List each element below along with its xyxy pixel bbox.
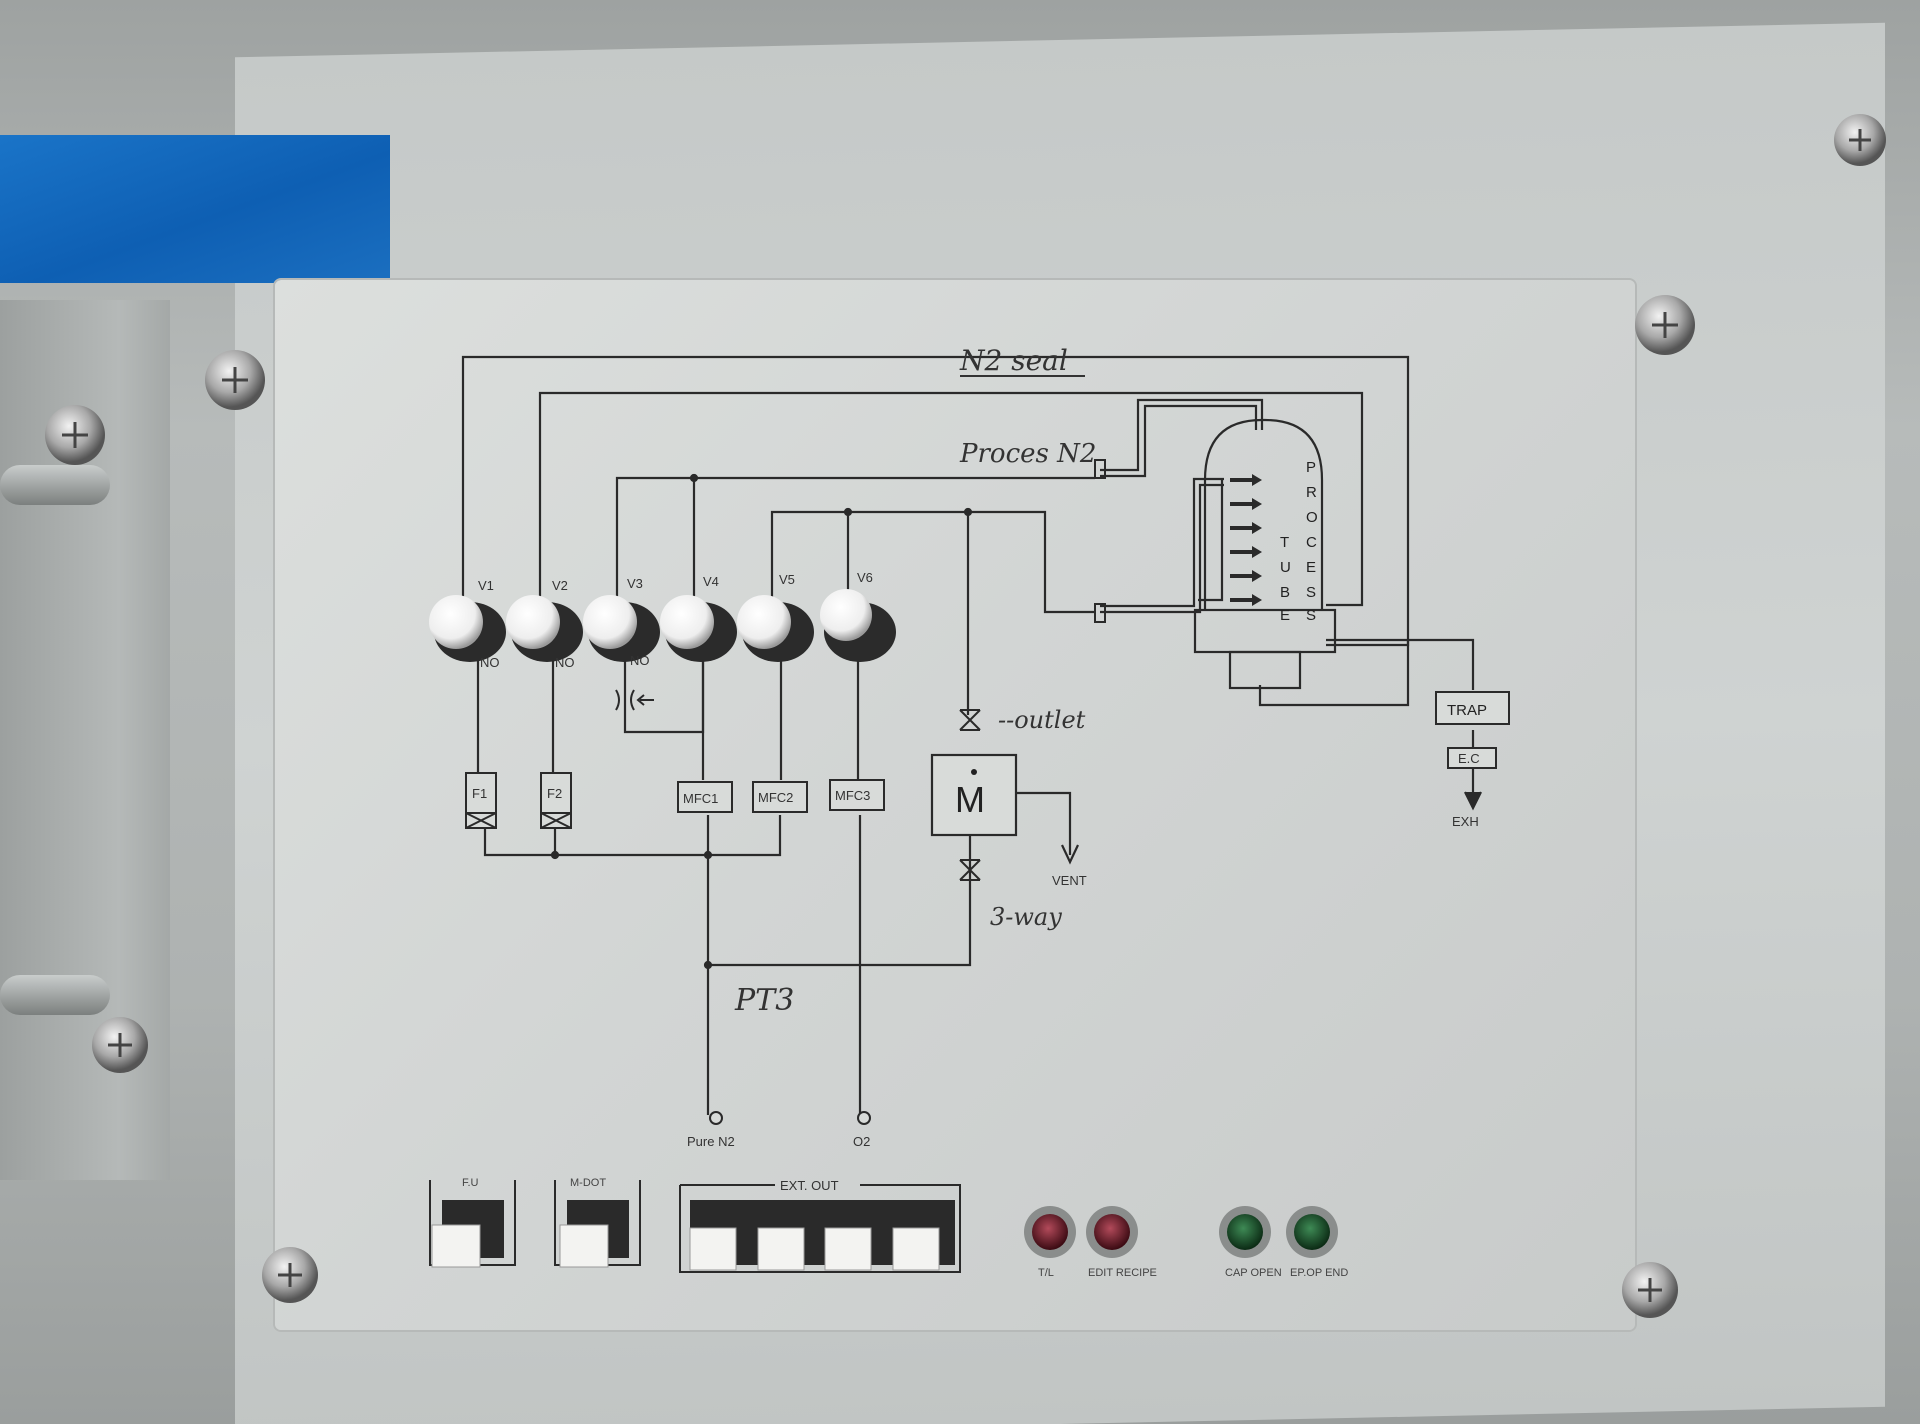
- svg-text:S: S: [1306, 607, 1316, 624]
- screw-icon: [205, 350, 265, 410]
- svg-text:EXT. OUT: EXT. OUT: [780, 1178, 839, 1193]
- filter-f2: [540, 772, 572, 829]
- svg-text:PT3: PT3: [734, 983, 794, 1018]
- mfc-boxes: [677, 779, 885, 813]
- indicator-tl: T/L: [1024, 1206, 1076, 1279]
- motor-valve-icon: [959, 709, 981, 881]
- motor-box: M: [930, 753, 1018, 837]
- indicator-ep-op-end: EP.OP END: [1286, 1206, 1348, 1279]
- vent-label: VENT: [1052, 873, 1087, 888]
- filter-f1: [465, 772, 497, 829]
- svg-text:CAP OPEN: CAP OPEN: [1225, 1267, 1282, 1279]
- exh-label: EXH: [1452, 814, 1479, 829]
- svg-text:F.U: F.U: [462, 1177, 479, 1189]
- svg-text:M-DOT: M-DOT: [570, 1177, 606, 1189]
- svg-text:R: R: [1306, 484, 1317, 501]
- svg-text:T: T: [1280, 534, 1289, 551]
- ext-out-button-3[interactable]: [824, 1227, 872, 1271]
- screw-icon: [92, 1017, 148, 1073]
- screw-icon: [45, 405, 105, 465]
- svg-text:O: O: [1306, 509, 1318, 526]
- valve-v5[interactable]: [737, 595, 814, 662]
- svg-text:NO: NO: [630, 653, 650, 668]
- svg-text:EP.OP END: EP.OP END: [1290, 1267, 1348, 1279]
- trap-box: TRAP: [1435, 691, 1510, 725]
- flow-arrows: [1230, 474, 1262, 606]
- ext-out-button-2[interactable]: [757, 1227, 805, 1271]
- svg-text:N2 seal: N2 seal: [959, 344, 1068, 377]
- valve-labels: V1 V2 V3 V4 V5 V6 NO NO NO: [478, 570, 873, 670]
- screw-icon: [262, 1247, 318, 1303]
- svg-text:MFC2: MFC2: [758, 790, 793, 805]
- indicator-edit-recipe: EDIT RECIPE: [1086, 1206, 1157, 1279]
- screw-icon: [1834, 114, 1886, 166]
- svg-text:V2: V2: [552, 578, 568, 593]
- mdot-button[interactable]: [559, 1224, 609, 1268]
- orifice-icon: [615, 689, 654, 711]
- process-tubes-vessel: [1193, 418, 1337, 690]
- svg-text:MFC1: MFC1: [683, 791, 718, 806]
- svg-text:V3: V3: [627, 576, 643, 591]
- valve-v2[interactable]: [506, 595, 583, 662]
- valve-v6[interactable]: [820, 589, 896, 662]
- svg-text:M: M: [955, 779, 985, 820]
- screw-icon: [1635, 295, 1695, 355]
- svg-text:Proces N2: Proces N2: [959, 439, 1096, 469]
- mfc-labels: MFC1 MFC2 MFC3: [683, 788, 870, 806]
- pipe-fittings: [1094, 459, 1106, 623]
- svg-text:NO: NO: [555, 655, 575, 670]
- ext-out-button-1[interactable]: [689, 1227, 737, 1271]
- svg-text:--outlet: --outlet: [998, 706, 1086, 734]
- svg-text:V6: V6: [857, 570, 873, 585]
- svg-text:S: S: [1306, 584, 1316, 601]
- svg-text:F1: F1: [472, 786, 487, 801]
- svg-text:B: B: [1280, 584, 1290, 601]
- door-handle-top[interactable]: [0, 465, 110, 505]
- ec-box: E.C: [1447, 747, 1497, 769]
- svg-text:U: U: [1280, 559, 1291, 576]
- valve-v4[interactable]: [660, 595, 737, 662]
- svg-text:C: C: [1306, 534, 1317, 551]
- svg-text:F2: F2: [547, 786, 562, 801]
- svg-text:NO: NO: [480, 655, 500, 670]
- svg-text:V5: V5: [779, 572, 795, 587]
- process-tubes-text: P R O C E S S T U B E: [1280, 459, 1318, 624]
- pipe-lines: [461, 355, 1482, 1115]
- handwritten-notes: N2 seal Proces N2 --outlet 3-way PT3: [734, 344, 1096, 1018]
- svg-text:MFC3: MFC3: [835, 788, 870, 803]
- svg-text:E: E: [1306, 559, 1316, 576]
- inlet-labels: Pure N2 O2: [687, 1134, 870, 1149]
- svg-text:E: E: [1280, 607, 1290, 624]
- svg-text:E.C: E.C: [1458, 751, 1480, 766]
- svg-text:V4: V4: [703, 574, 719, 589]
- fu-button[interactable]: [431, 1224, 481, 1268]
- screw-icon: [1622, 1262, 1678, 1318]
- svg-text:T/L: T/L: [1038, 1267, 1054, 1279]
- filter-labels: F1 F2: [472, 786, 562, 801]
- svg-text:O2: O2: [853, 1134, 870, 1149]
- valve-v3[interactable]: [583, 595, 660, 662]
- svg-text:EDIT RECIPE: EDIT RECIPE: [1088, 1267, 1157, 1279]
- inlet-ports: [709, 1111, 871, 1125]
- svg-text:Pure N2: Pure N2: [687, 1134, 735, 1149]
- svg-text:V1: V1: [478, 578, 494, 593]
- ext-out-button-4[interactable]: [892, 1227, 940, 1271]
- svg-text:TRAP: TRAP: [1447, 702, 1487, 719]
- blue-tape: [0, 135, 390, 283]
- indicator-cap-open: CAP OPEN: [1219, 1206, 1282, 1279]
- valve-v1[interactable]: [429, 595, 506, 662]
- svg-text:3-way: 3-way: [990, 903, 1062, 931]
- door-handle-bottom[interactable]: [0, 975, 110, 1015]
- svg-text:P: P: [1306, 459, 1316, 476]
